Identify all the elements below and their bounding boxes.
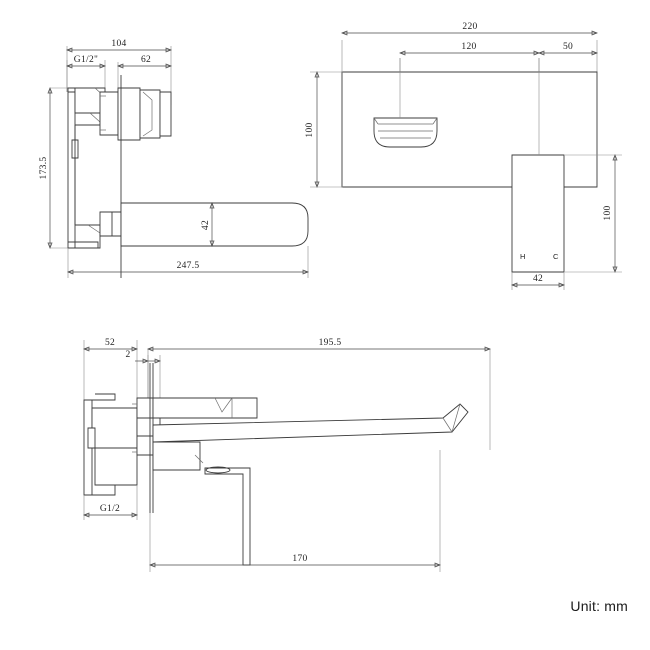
- dim-label-220: 220: [462, 22, 477, 32]
- dim-front-outlet-offset: 120: [399, 42, 540, 56]
- dim-label-104: 104: [111, 39, 126, 49]
- dim-label-42-front: 42: [533, 274, 543, 284]
- dim-front-plate-width: 220: [341, 22, 598, 36]
- dim-side-overall-height: 173.5: [39, 87, 68, 249]
- dim-front-handle-width: 42: [511, 272, 565, 290]
- dim-plan-plate-thickness: 2: [125, 350, 161, 364]
- side-body-block: [72, 88, 105, 248]
- dim-label-170: 170: [292, 554, 307, 564]
- front-spout-outlet: [374, 118, 437, 147]
- unit-note: Unit: mm: [570, 598, 628, 614]
- dim-plan-thread: G1/2: [83, 485, 138, 520]
- side-elevation-view: 104 G1/2" 62: [39, 39, 309, 278]
- plan-lever-handle: [205, 467, 250, 565]
- side-spout-arm: [100, 203, 308, 246]
- dim-label-100-left: 100: [305, 122, 315, 137]
- dim-label-120: 120: [461, 42, 476, 52]
- hot-marker: H: [520, 252, 525, 261]
- dim-label-62: 62: [141, 55, 151, 65]
- front-elevation-view: 220 120 50: [305, 22, 622, 290]
- dim-front-handle-offset: 50: [538, 42, 598, 56]
- dim-label-195-5: 195.5: [319, 338, 342, 348]
- dim-label-42-side: 42: [201, 220, 211, 230]
- dim-plan-spout-reach: 195.5: [147, 338, 491, 450]
- dim-label-100-right: 100: [603, 205, 613, 220]
- dim-label-50: 50: [563, 42, 573, 52]
- front-handle-block: [512, 155, 564, 272]
- dim-side-overall-length: 247.5: [67, 246, 309, 278]
- dim-plan-lever-offset: 170: [149, 450, 441, 572]
- dim-label-247-5: 247.5: [177, 261, 200, 271]
- cold-marker: C: [553, 252, 559, 261]
- dim-front-handle-height: 100: [565, 154, 622, 273]
- dim-label-g12-plan: G1/2: [100, 504, 120, 514]
- dim-side-overall-width: 104: [66, 39, 172, 53]
- dim-plan-body-depth: 52: [83, 338, 138, 352]
- plan-lower-body: [153, 442, 204, 470]
- dim-label-52: 52: [105, 338, 115, 348]
- dim-side-body-depth: 62: [117, 55, 172, 69]
- dim-front-plate-height: 100: [305, 71, 343, 188]
- dim-label-g12-side: G1/2": [74, 55, 98, 65]
- dim-side-spout-height: 42: [201, 202, 215, 247]
- dim-label-173-5: 173.5: [39, 157, 49, 180]
- dim-label-2: 2: [125, 350, 130, 360]
- plan-wall-flange: [84, 394, 149, 495]
- dim-side-thread: G1/2": [66, 55, 106, 69]
- plan-top-view: 52 2 195.5: [83, 338, 491, 572]
- side-cartridge-stack: [100, 88, 171, 140]
- plan-upper-body: [153, 398, 257, 418]
